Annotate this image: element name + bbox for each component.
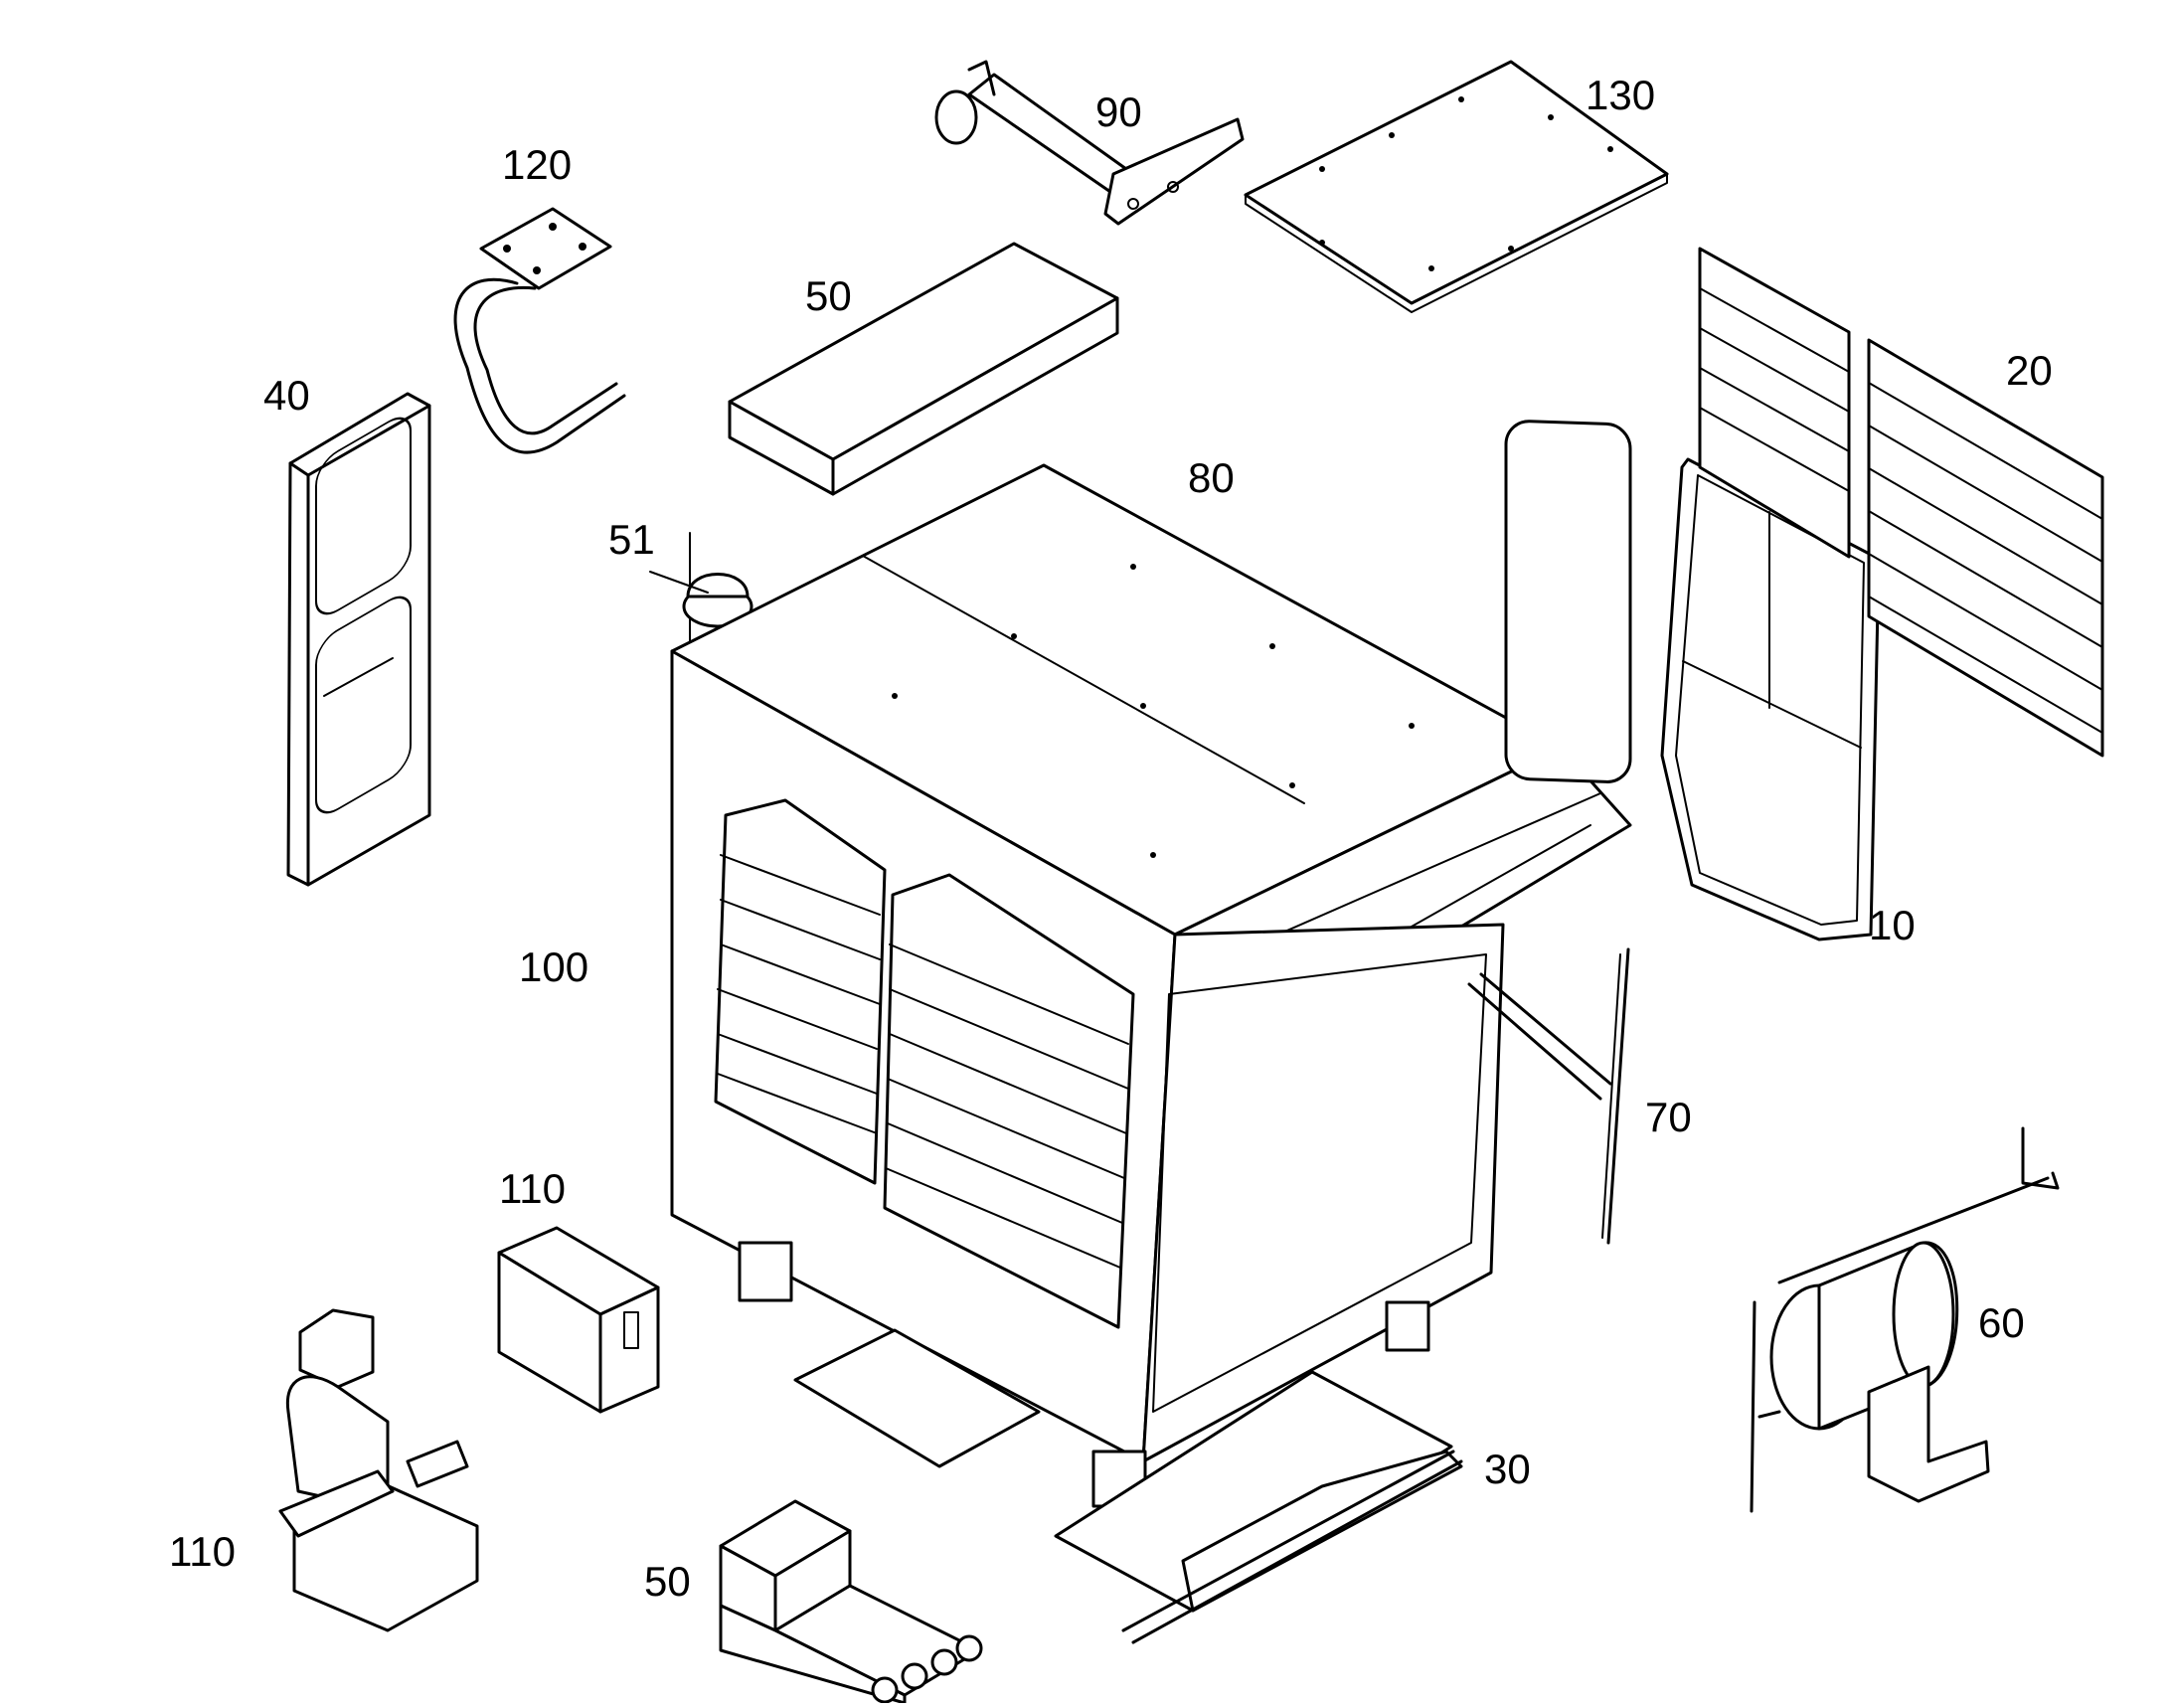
part-90-mirror-arm	[934, 60, 1245, 226]
callout-50-top: 50	[805, 272, 852, 319]
callout-50-bottom: 50	[644, 1558, 691, 1605]
part-100-cab-body	[670, 463, 1632, 1508]
callout-110-seat: 110	[169, 1528, 236, 1575]
part-80-window-glass	[1504, 420, 1632, 783]
callout-80: 80	[1188, 454, 1235, 501]
part-30-floor-plates	[793, 1328, 1463, 1644]
part-20-guard-grilles	[1698, 247, 2104, 758]
callout-90: 90	[1095, 88, 1142, 135]
part-40-door	[286, 392, 431, 887]
part-70-wiper	[1467, 947, 1630, 1245]
part-130-roof-panel	[1244, 60, 1669, 313]
callout-20: 20	[2006, 347, 2053, 394]
callout-120: 120	[502, 141, 573, 188]
part-50-roof-box	[728, 242, 1119, 496]
part-60-heater-tank	[1750, 1126, 2060, 1513]
callout-70: 70	[1645, 1094, 1692, 1140]
callout-110-box: 110	[499, 1165, 566, 1212]
part-110-battery-box	[497, 1226, 660, 1414]
part-10-window-frame	[1660, 457, 1881, 941]
part-50-console	[719, 1499, 983, 1705]
callout-30: 30	[1484, 1446, 1531, 1492]
part-110-seat	[278, 1308, 479, 1632]
callout-51: 51	[608, 516, 655, 563]
callout-10: 10	[1869, 902, 1916, 948]
callout-40: 40	[263, 372, 310, 419]
callout-60: 60	[1978, 1299, 2025, 1346]
callout-130: 130	[1586, 72, 1656, 118]
callout-100: 100	[519, 943, 589, 990]
part-120-bracket-tube	[453, 207, 626, 454]
